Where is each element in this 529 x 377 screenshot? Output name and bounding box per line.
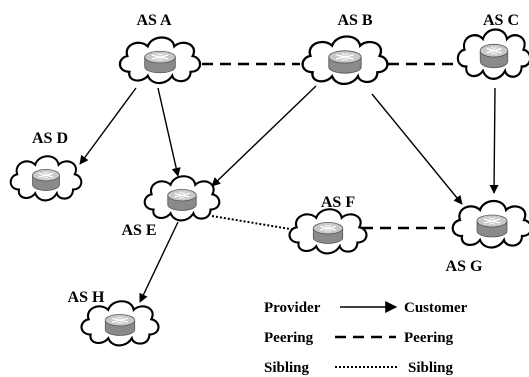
node-label-as-b: AS B	[337, 12, 372, 29]
legend-provider-label: Provider	[264, 300, 321, 316]
sibling-edge-e-f	[211, 215, 297, 231]
node-as-h: AS H	[68, 289, 160, 347]
node-as-a: AS A	[118, 12, 202, 85]
edge-b-e	[211, 85, 317, 187]
node-label-as-f: AS F	[321, 194, 355, 211]
node-as-b: AS B	[301, 12, 389, 86]
edge-c-g	[489, 87, 499, 194]
legend-peering-left-label: Peering	[264, 330, 314, 346]
node-as-e: AS E	[121, 175, 221, 239]
router-icon	[301, 35, 389, 86]
legend-peering-right-label: Peering	[404, 330, 454, 346]
node-as-d: AS D	[9, 130, 83, 202]
node-label-as-a: AS A	[136, 12, 172, 29]
node-as-f: AS F	[288, 194, 368, 255]
node-label-as-c: AS C	[483, 12, 519, 29]
edge-e-h	[139, 221, 179, 303]
edge-a-d	[79, 87, 137, 165]
router-icon	[143, 175, 221, 222]
edge-b-g	[371, 93, 463, 205]
legend-sibling-right-label: Sibling	[408, 360, 454, 376]
router-icon	[288, 208, 368, 255]
legend-sibling-left-label: Sibling	[264, 360, 310, 376]
router-icon	[9, 155, 83, 202]
edge-a-e	[157, 87, 181, 177]
legend: Provider Customer Peering Peering Siblin…	[264, 300, 468, 376]
node-label-as-d: AS D	[32, 130, 68, 147]
router-icon	[118, 36, 202, 85]
node-as-g: AS G	[446, 199, 529, 275]
router-icon	[456, 28, 529, 80]
legend-customer-label: Customer	[404, 300, 468, 316]
node-label-as-g: AS G	[446, 258, 483, 275]
router-icon	[80, 300, 160, 347]
router-icon	[451, 199, 529, 249]
node-label-as-h: AS H	[68, 289, 105, 306]
edges	[79, 62, 499, 303]
node-label-as-e: AS E	[121, 222, 156, 239]
node-as-c: AS C	[456, 12, 529, 80]
